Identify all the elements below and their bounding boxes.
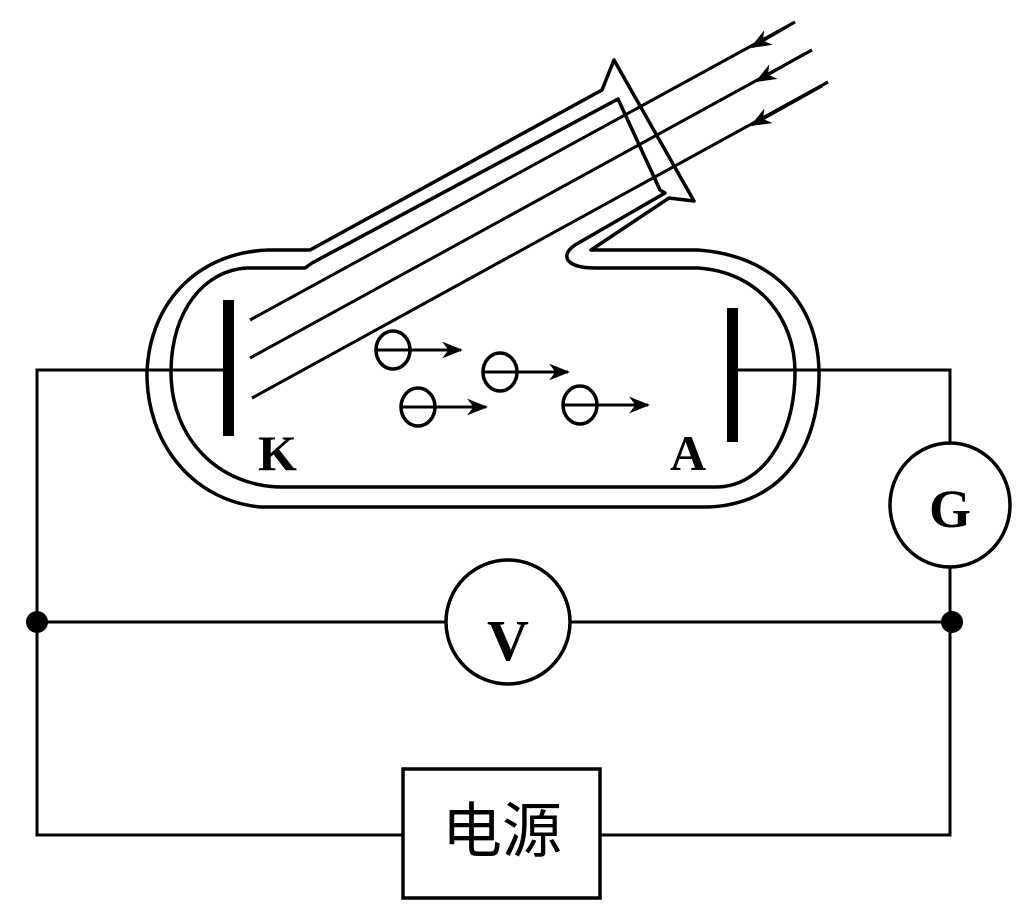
- electron-2: [481, 351, 571, 393]
- electron-1: [374, 329, 464, 371]
- cathode-plate: [223, 300, 234, 436]
- anode-plate: [727, 308, 738, 442]
- ray-arrow-2: [755, 51, 807, 83]
- phototube-inner-wall: [169, 97, 797, 489]
- voltmeter-label: V: [487, 608, 529, 673]
- phototube-outer-wall: [145, 58, 821, 509]
- ray-arrow-1: [750, 23, 791, 49]
- junction-left: [26, 611, 48, 633]
- anode-label: A: [670, 425, 706, 481]
- light-ray-1: [249, 20, 796, 322]
- wire-galvanometer-down: [600, 567, 952, 837]
- galvanometer: G: [888, 441, 1012, 569]
- cathode-label: K: [258, 425, 297, 481]
- power-supply: 电源: [401, 767, 602, 900]
- electron-4: [561, 384, 651, 426]
- wire-cathode-left: [35, 368, 403, 837]
- junction-right: [941, 611, 963, 633]
- light-ray-2: [249, 48, 813, 360]
- light-ray-3: [251, 80, 829, 400]
- wire-anode-right: [738, 368, 952, 443]
- ray-arrow-3: [750, 84, 823, 127]
- electron-3: [399, 386, 489, 428]
- power-supply-label: 电源: [442, 797, 562, 867]
- voltmeter: V: [444, 558, 572, 686]
- galvanometer-label: G: [929, 479, 971, 539]
